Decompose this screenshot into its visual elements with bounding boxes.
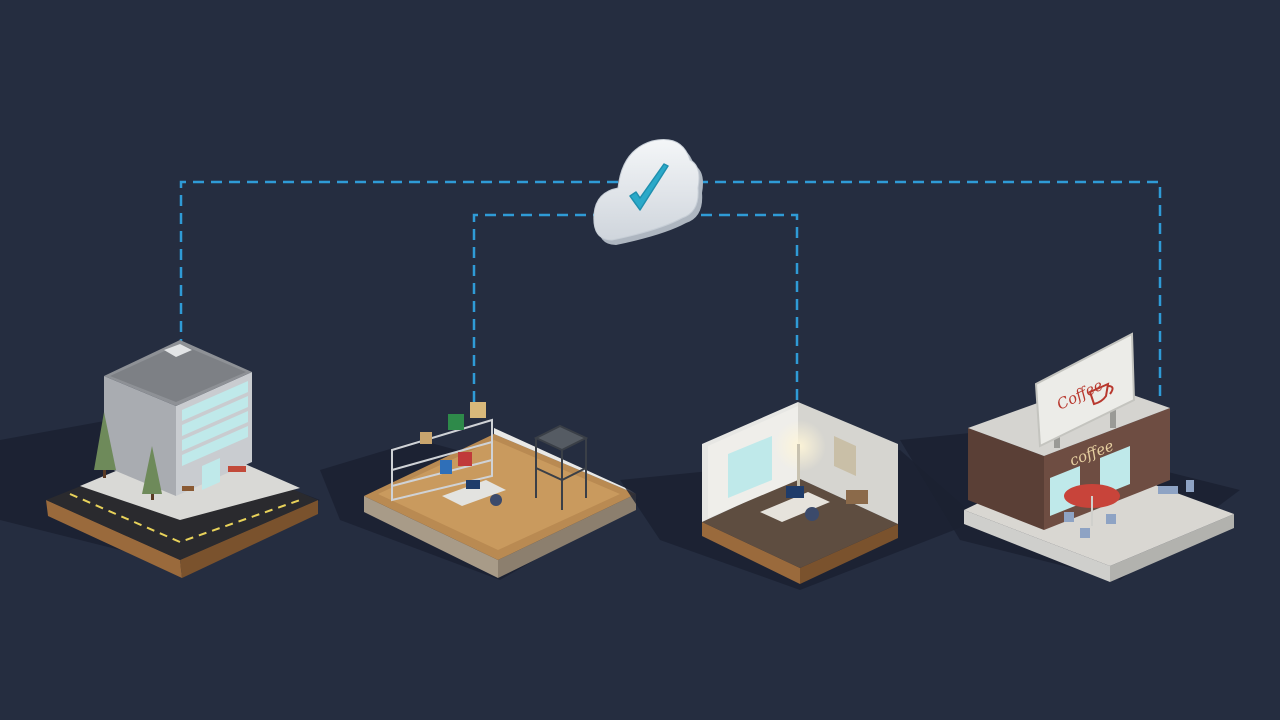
- checkmark-icon: [629, 163, 669, 211]
- open-warehouse-office-icon: [320, 402, 640, 580]
- coffee-shop-icon: coffee Coffee: [900, 332, 1240, 582]
- home-office-icon: [620, 402, 980, 590]
- connector-inner: [472, 213, 799, 408]
- office-building-icon: [0, 340, 320, 578]
- patio-umbrella-icon: [1064, 484, 1120, 526]
- coffee-cup-icon: [1088, 382, 1114, 406]
- coffee-billboard: Coffee: [1034, 332, 1136, 448]
- cloud-check-icon: [593, 139, 703, 245]
